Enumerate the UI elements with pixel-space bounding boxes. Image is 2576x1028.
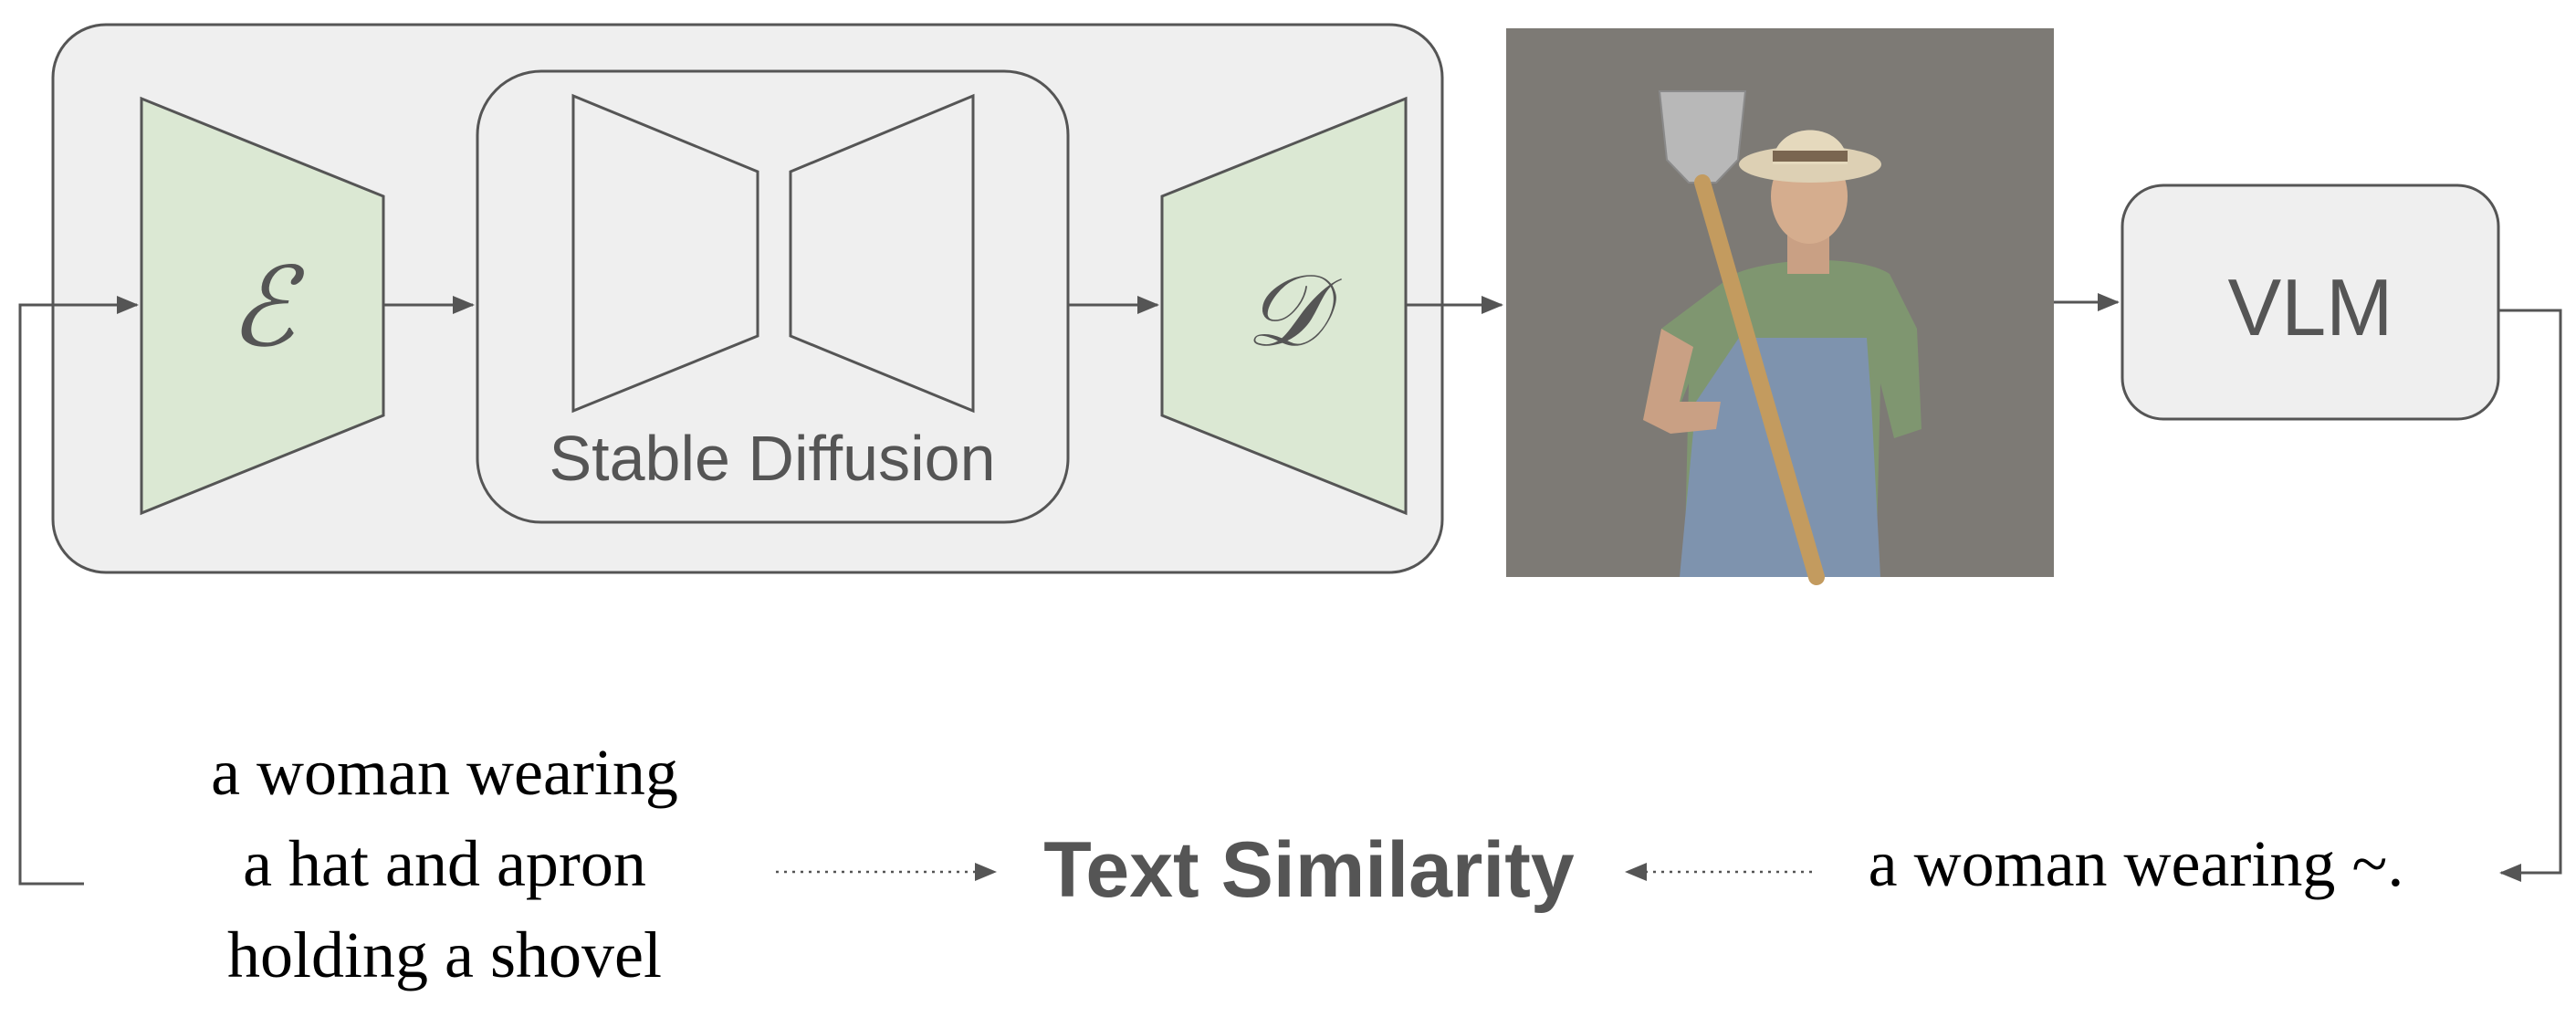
vlm-box (2120, 184, 2500, 421)
input-prompt-line-2: a hat and apron (243, 827, 646, 900)
unet-right-half (789, 93, 975, 414)
shovel-blade (1658, 90, 1747, 184)
vlm-caption: a woman wearing ~. (1869, 827, 2404, 900)
input-prompt-line-3: holding a shovel (227, 918, 662, 991)
stable-diffusion-label: Stable Diffusion (549, 423, 995, 494)
arrow-vlm-to-caption (2498, 309, 2562, 882)
vlm-label: VLM (2228, 262, 2393, 352)
encoder-symbol: ℰ (229, 247, 306, 369)
encoder-block (140, 96, 385, 516)
generated-image (1506, 28, 2054, 585)
decoder-block (1160, 96, 1408, 516)
unet-left-half (571, 93, 759, 414)
shovel-handle (1694, 174, 1825, 585)
text-similarity-label: Text Similarity (1043, 826, 1575, 914)
input-prompt-line-1: a woman wearing (211, 736, 678, 809)
arrow-prompt-to-encoder (18, 296, 139, 886)
input-prompt: a woman wearing a hat and apron holding … (211, 736, 678, 991)
